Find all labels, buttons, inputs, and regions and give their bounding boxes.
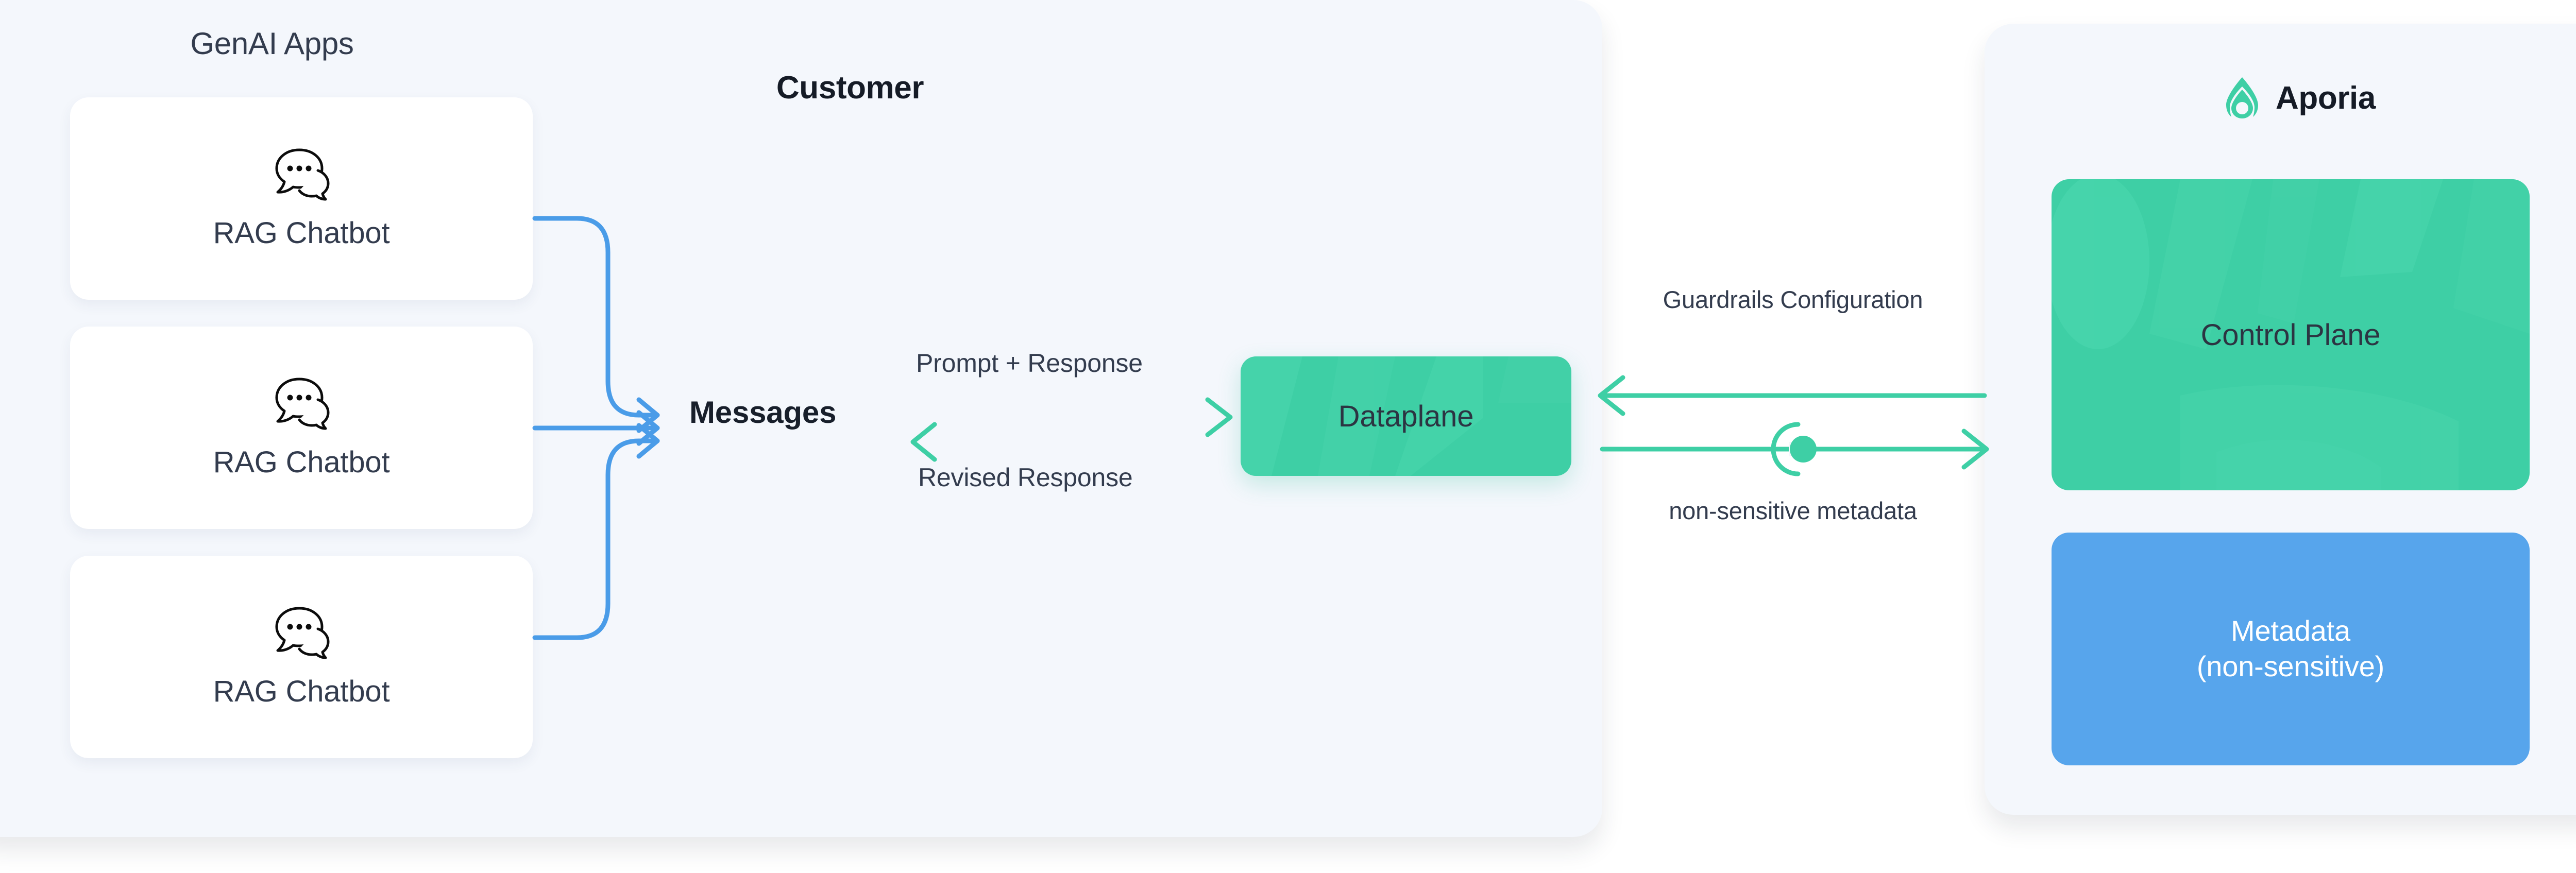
- metadata-label-line1: Metadata: [2231, 614, 2350, 647]
- metadata-label-line2: (non-sensitive): [2196, 650, 2385, 682]
- connector-node-icon: [1771, 422, 1817, 476]
- app-card-rag-chatbot-1[interactable]: RAG Chatbot: [70, 97, 533, 300]
- chat-bubbles-icon: [275, 148, 330, 201]
- dataplane-texture: [1241, 356, 1571, 476]
- nonsensitive-metadata-label: non-sensitive metadata: [1669, 497, 1917, 524]
- aporia-brand-name: Aporia: [2276, 80, 2376, 116]
- app-card-rag-chatbot-2[interactable]: RAG Chatbot: [70, 327, 533, 529]
- dataplane-box[interactable]: Dataplane: [1241, 356, 1571, 476]
- genai-apps-title: GenAI Apps: [190, 26, 354, 61]
- messages-label: Messages: [689, 395, 837, 430]
- wire-nonsensitive-metadata: [1600, 422, 1989, 476]
- prompt-response-label: Prompt + Response: [916, 349, 1143, 378]
- app-card-rag-chatbot-3[interactable]: RAG Chatbot: [70, 556, 533, 758]
- customer-panel-title: Customer: [776, 70, 924, 106]
- control-plane-label: Control Plane: [2200, 318, 2381, 352]
- control-plane-texture: [2052, 179, 2530, 490]
- aporia-flame-logo-icon: [2226, 77, 2259, 118]
- dataplane-label: Dataplane: [1338, 399, 1474, 433]
- control-plane-box[interactable]: Control Plane: [2052, 179, 2530, 490]
- app-card-label: RAG Chatbot: [213, 216, 390, 250]
- revised-response-label: Revised Response: [918, 463, 1133, 492]
- app-card-label: RAG Chatbot: [213, 675, 390, 708]
- chat-bubbles-icon: [275, 607, 330, 659]
- wire-guardrails-configuration: [1598, 375, 1987, 416]
- app-card-label: RAG Chatbot: [213, 446, 390, 479]
- chat-bubbles-icon: [275, 378, 330, 430]
- aporia-brand-header: Aporia: [1985, 62, 2576, 134]
- guardrails-configuration-label: Guardrails Configuration: [1663, 286, 1923, 313]
- metadata-box[interactable]: Metadata (non-sensitive): [2052, 533, 2530, 765]
